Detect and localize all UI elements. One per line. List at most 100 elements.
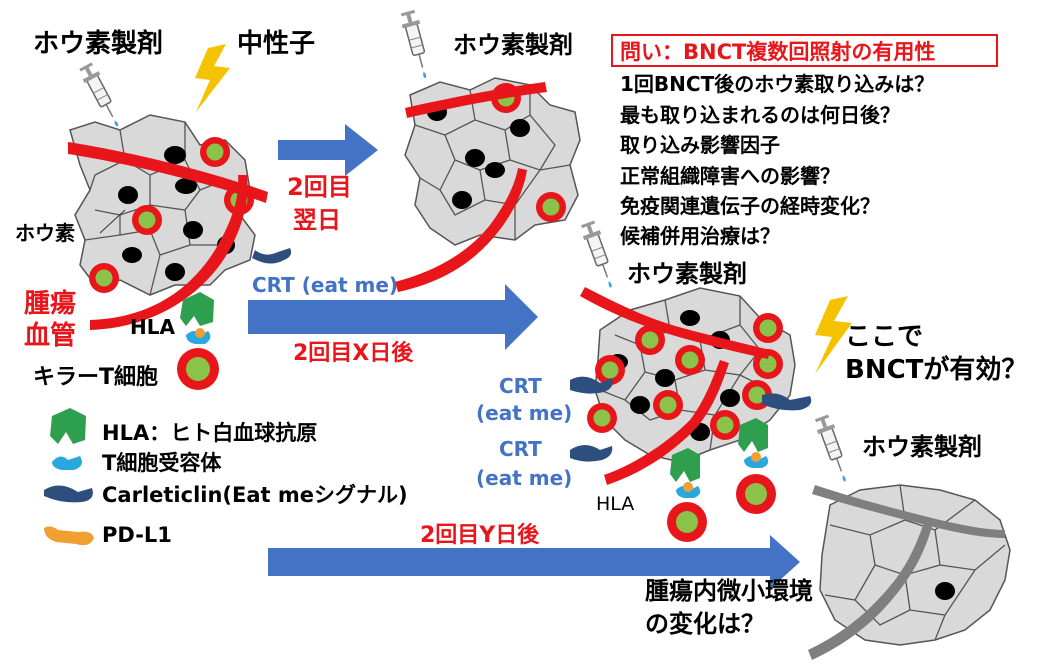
killer-t-nucleus bbox=[745, 483, 767, 505]
legend-hla-text: HLA：ヒト白血球抗原 bbox=[102, 421, 317, 445]
neutron-label: 中性子 bbox=[237, 29, 315, 59]
tumor-cluster-initial bbox=[68, 114, 292, 390]
tumor-vessel bbox=[604, 360, 729, 485]
boron-cell bbox=[710, 410, 740, 440]
tumor-vessel bbox=[68, 142, 268, 203]
tumor-cluster-y-days bbox=[808, 484, 1011, 660]
nucleus bbox=[175, 178, 197, 194]
killer-t-nucleus bbox=[186, 357, 210, 381]
nucleus bbox=[655, 369, 675, 387]
tumor-vessel bbox=[580, 287, 770, 359]
syringe-icon bbox=[76, 60, 127, 132]
boron-cell bbox=[536, 192, 566, 222]
next-day-label-1: 2回目 bbox=[287, 173, 352, 201]
boron-cell bbox=[132, 205, 162, 235]
killer-t-nucleus bbox=[676, 511, 698, 533]
boron-cell bbox=[200, 137, 230, 167]
tumor-vessel-label-1: 腫瘍 bbox=[24, 288, 76, 319]
crt-shape bbox=[762, 393, 812, 411]
tumor-vessel bbox=[90, 175, 248, 330]
effective-label-2: BNCTが有効？ bbox=[845, 354, 1027, 385]
boron-drug-label: ホウ素製剤 bbox=[33, 28, 163, 59]
nucleus bbox=[680, 310, 700, 326]
legend-crt-icon bbox=[44, 485, 93, 503]
boron-pointer bbox=[99, 209, 126, 234]
tumor-vessel-post bbox=[812, 485, 1005, 538]
legend-tcr-text: T細胞受容体 bbox=[102, 451, 222, 475]
legend-tcr-icon bbox=[52, 456, 82, 470]
hla-shape bbox=[670, 448, 700, 482]
crt-shape bbox=[252, 248, 292, 264]
question-item-5: 免疫関連遺伝子の経時変化？ bbox=[620, 194, 880, 218]
crt-shape bbox=[570, 445, 613, 462]
syringe-icon bbox=[398, 8, 435, 82]
pdl1-shape bbox=[195, 328, 205, 338]
hla-shape bbox=[180, 292, 214, 326]
next-day-label-2: 翌日 bbox=[293, 206, 341, 234]
nucleus bbox=[485, 162, 505, 178]
legend-hla-icon bbox=[50, 408, 86, 444]
question-item-3: 取り込み影響因子 bbox=[620, 133, 780, 157]
tumor-cluster-x-days bbox=[570, 287, 812, 542]
tcr-shape bbox=[676, 486, 701, 498]
lightning-bolt-icon bbox=[815, 296, 852, 374]
nucleus bbox=[935, 582, 955, 600]
boron-cell bbox=[753, 313, 783, 343]
syringe-icon bbox=[578, 219, 621, 292]
legend-pdl1-icon bbox=[44, 526, 94, 546]
boron-drug-label-4: ホウ素製剤 bbox=[862, 433, 982, 461]
crt-eat-me-label: CRT (eat me) bbox=[252, 273, 398, 297]
boron-cell bbox=[653, 390, 683, 420]
question-item-4: 正常組織障害への影響？ bbox=[620, 164, 840, 188]
nucleus bbox=[630, 396, 650, 414]
question-title-box bbox=[611, 34, 998, 67]
nucleus bbox=[510, 119, 530, 137]
question-item-1: 1回BNCT後のホウ素取り込みは？ bbox=[620, 72, 934, 96]
boron-drug-label-3: ホウ素製剤 bbox=[627, 260, 747, 288]
question-item-2: 最も取り込まれるのは何日後？ bbox=[620, 103, 900, 127]
syringe-icon bbox=[812, 413, 855, 486]
boron-cell bbox=[587, 403, 617, 433]
nucleus bbox=[465, 149, 485, 167]
boron-label: ホウ素 bbox=[15, 221, 75, 245]
nucleus bbox=[452, 191, 472, 209]
hla-label: HLA bbox=[130, 315, 175, 339]
tumor-vessel bbox=[405, 82, 547, 118]
nucleus bbox=[165, 263, 185, 281]
boron-cell bbox=[675, 345, 705, 375]
pdl1-shape bbox=[683, 482, 693, 492]
x-days-label: 2回目X日後 bbox=[293, 340, 414, 366]
tumor-vessel bbox=[395, 168, 527, 292]
lightning-bolt-icon bbox=[195, 44, 230, 112]
crt-label-2: CRT bbox=[499, 437, 542, 461]
effective-label-1: ここで bbox=[845, 322, 923, 352]
microenv-label-2: の変化は？ bbox=[645, 610, 765, 638]
boron-cell bbox=[89, 263, 119, 293]
legend-pdl1-text: PD-L1 bbox=[102, 523, 172, 547]
arrow-next-day bbox=[278, 124, 378, 176]
hla-shape bbox=[738, 418, 768, 452]
hla-label-2: HLA bbox=[596, 493, 634, 515]
pdl1-shape bbox=[751, 452, 761, 462]
tumor-vessel-post bbox=[808, 520, 933, 660]
legend-crt-text: Carleticlin(Eat meシグナル) bbox=[102, 483, 408, 507]
arrow-x-days bbox=[248, 284, 538, 350]
crt-shape bbox=[570, 376, 613, 394]
tumor-vessel-label-2: 血管 bbox=[24, 321, 76, 351]
microenv-label-1: 腫瘍内微小環境 bbox=[645, 577, 813, 605]
y-days-label: 2回目Y日後 bbox=[420, 522, 540, 548]
crt-label-1: CRT bbox=[499, 374, 542, 398]
arrow-y-days bbox=[268, 535, 800, 589]
crt-sub-label-2: (eat me) bbox=[476, 466, 572, 490]
tumor-cluster-next-day bbox=[395, 77, 581, 292]
nucleus bbox=[164, 146, 186, 164]
tcr-shape bbox=[744, 456, 769, 468]
boron-drug-label-2: ホウ素製剤 bbox=[453, 31, 573, 59]
nucleus bbox=[118, 186, 138, 204]
nucleus bbox=[183, 221, 203, 239]
question-item-6: 候補併用治療は？ bbox=[620, 224, 780, 248]
crt-sub-label-1: (eat me) bbox=[476, 401, 572, 425]
question-title: 問い：BNCT複数回照射の有用性 bbox=[620, 40, 935, 64]
